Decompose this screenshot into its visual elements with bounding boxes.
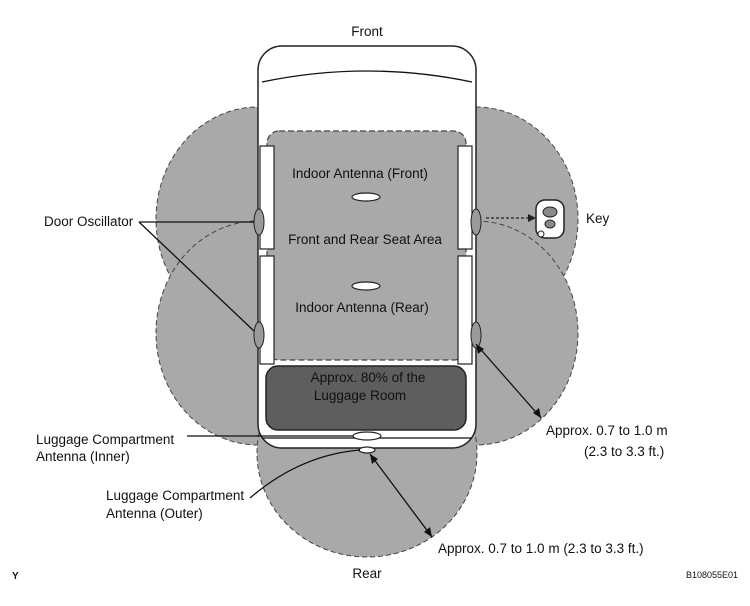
leader-lines xyxy=(138,221,361,499)
label-luggage-outer-1: Luggage Compartment xyxy=(106,488,244,503)
key-signal-arrowhead xyxy=(528,214,536,222)
label-luggage-inner-1: Luggage Compartment xyxy=(36,432,174,447)
label-door-oscillator: Door Oscillator xyxy=(44,214,134,229)
label-luggage-room-2: Luggage Room xyxy=(314,388,406,403)
door-oscillator-right-rear xyxy=(470,321,482,349)
pillar-right-rear xyxy=(457,255,473,365)
dimension-rear-arrowhead-start xyxy=(370,454,378,464)
leader-luggage-outer xyxy=(249,449,361,499)
dimension-rear xyxy=(369,453,433,538)
label-luggage-outer-2: Antenna (Outer) xyxy=(106,506,203,521)
indoor-antenna-rear xyxy=(351,281,381,291)
door-oscillator-left-rear xyxy=(253,321,265,349)
dimension-side xyxy=(475,343,542,419)
label-luggage-room-1: Approx. 80% of the xyxy=(311,370,426,385)
label-figure-code: B108055E01 xyxy=(686,570,738,580)
label-luggage-inner-2: Antenna (Inner) xyxy=(36,449,130,464)
pillar-right-front xyxy=(457,145,473,250)
label-rear: Rear xyxy=(352,566,382,581)
luggage-antenna-inner xyxy=(352,431,382,441)
antennas xyxy=(351,192,382,454)
indoor-antenna-front xyxy=(351,192,381,202)
dimension-side-arrowhead-start xyxy=(476,344,484,354)
door-oscillator-right-front xyxy=(470,208,482,236)
label-key: Key xyxy=(586,211,610,226)
label-indoor-antenna-rear: Indoor Antenna (Rear) xyxy=(295,300,429,315)
door-oscillators xyxy=(253,208,482,349)
label-range-side-1: Approx. 0.7 to 1.0 m xyxy=(546,423,668,438)
pillar-left-front xyxy=(259,145,275,250)
label-range-rear: Approx. 0.7 to 1.0 m (2.3 to 3.3 ft.) xyxy=(438,541,644,556)
dimension-arrows xyxy=(369,343,542,538)
label-seat-area: Front and Rear Seat Area xyxy=(288,232,442,247)
key-fob-icon xyxy=(535,199,565,239)
luggage-room-area xyxy=(265,365,467,431)
pillar-left-rear xyxy=(259,255,275,365)
luggage-antenna-outer xyxy=(358,446,376,454)
door-oscillator-left-front xyxy=(253,208,265,236)
dimension-side-arrowhead-end xyxy=(533,408,541,418)
label-corner-y: Y xyxy=(12,571,19,582)
leader-door-oscillator-rear xyxy=(138,221,255,332)
dimension-rear-arrowhead-end xyxy=(424,527,432,537)
windshield-line xyxy=(261,70,473,83)
label-front: Front xyxy=(351,24,383,39)
label-range-side-2: (2.3 to 3.3 ft.) xyxy=(584,444,664,459)
label-indoor-antenna-front: Indoor Antenna (Front) xyxy=(292,166,428,181)
